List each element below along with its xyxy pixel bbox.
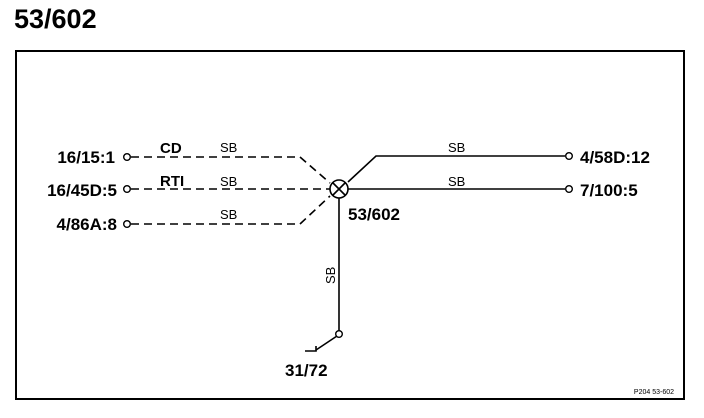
connector-label-left-2: 16/45D:5	[47, 181, 117, 200]
wire-left-1	[131, 156, 331, 184]
connector-label-right-1: 4/58D:12	[580, 148, 650, 167]
wire-color-left-2: SB	[220, 174, 237, 189]
splice-label: 53/602	[348, 205, 400, 224]
terminal-ground	[335, 330, 344, 339]
diagram-frame	[15, 50, 685, 400]
connector-label-left-1: 16/15:1	[57, 148, 115, 167]
wire-color-right-2: SB	[448, 174, 465, 189]
terminal-left-2	[122, 184, 131, 193]
connector-label-right-2: 7/100:5	[580, 181, 638, 200]
splice-symbol	[329, 179, 349, 199]
wire-color-ground: SB	[323, 267, 338, 284]
wire-label-rti: RTI	[160, 173, 184, 190]
wire-color-right-1: SB	[448, 140, 465, 155]
ground-switch	[315, 335, 338, 351]
reference-code: P204 53-602	[634, 389, 674, 396]
wire-color-left-3: SB	[220, 207, 237, 222]
connector-label-left-3: 4/86A:8	[57, 215, 117, 234]
ground-symbol	[305, 346, 317, 352]
connector-label-ground: 31/72	[285, 361, 328, 380]
wire-label-cd: CD	[160, 140, 182, 157]
terminal-right-2	[565, 184, 574, 193]
wire-right-1	[347, 155, 565, 183]
page-title: 53/602	[14, 4, 97, 34]
wire-color-left-1: SB	[220, 140, 237, 155]
wire-left-3	[131, 195, 331, 225]
terminal-right-1	[565, 151, 574, 160]
terminal-left-3	[122, 219, 131, 228]
terminal-left-1	[122, 152, 131, 161]
